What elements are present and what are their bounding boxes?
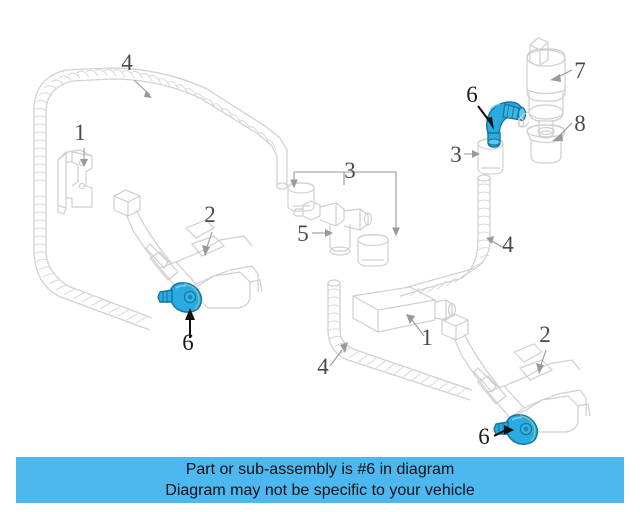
part-1-bracket-upper-left [57, 149, 93, 215]
part-5-tee-fitting [293, 200, 373, 256]
part-4-hose-right [399, 174, 491, 297]
part-6-elbow-connector-bottom [493, 414, 539, 445]
part-2-nozzle-upper-left [113, 189, 263, 309]
callout-8-grommet: 8 [574, 111, 586, 136]
part-4-hose-bottom [327, 279, 473, 401]
callout-7-pump: 7 [574, 58, 586, 83]
callout-2-bottom: 2 [539, 322, 551, 347]
part-3-connector-middle-left [287, 182, 315, 212]
banner-line-1: Part or sub-assembly is #6 in diagram [185, 461, 455, 478]
callout-6-left: 6 [182, 330, 194, 355]
callout-labels: 4 1 2 6 3 5 4 3 6 7 8 1 4 2 6 [74, 50, 586, 449]
banner-line-2: Diagram may not be specific to your vehi… [165, 482, 475, 499]
callout-3-middle-leader [290, 171, 400, 237]
callout-leaders [80, 69, 573, 374]
callout-2-top-left: 2 [204, 202, 216, 227]
part-7-washer-pump [517, 37, 566, 139]
part-6-elbow-connector-left [157, 282, 203, 313]
info-banner: Part or sub-assembly is #6 in diagram Di… [16, 457, 624, 503]
callout-3-middle: 3 [344, 158, 356, 183]
callout-1-bottom: 1 [421, 325, 433, 350]
callout-leaders-highlighted [185, 105, 514, 437]
callout-1-top-left: 1 [74, 120, 86, 145]
callout-4-top-left: 4 [121, 50, 133, 75]
callout-4-right: 4 [502, 232, 514, 257]
callout-4-bottom: 4 [317, 354, 329, 379]
callout-3-right: 3 [450, 142, 462, 167]
callout-5-middle: 5 [297, 221, 309, 246]
part-1-housing-bottom [352, 286, 457, 333]
part-3-connector-middle-right [357, 233, 389, 267]
callout-6-top-right: 6 [466, 82, 478, 107]
callout-6-bottom: 6 [478, 424, 490, 449]
part-2-nozzle-bottom-right [441, 313, 591, 433]
part-4-hose-upper-left [33, 67, 289, 190]
part-4-hose-left-lower [33, 190, 153, 331]
